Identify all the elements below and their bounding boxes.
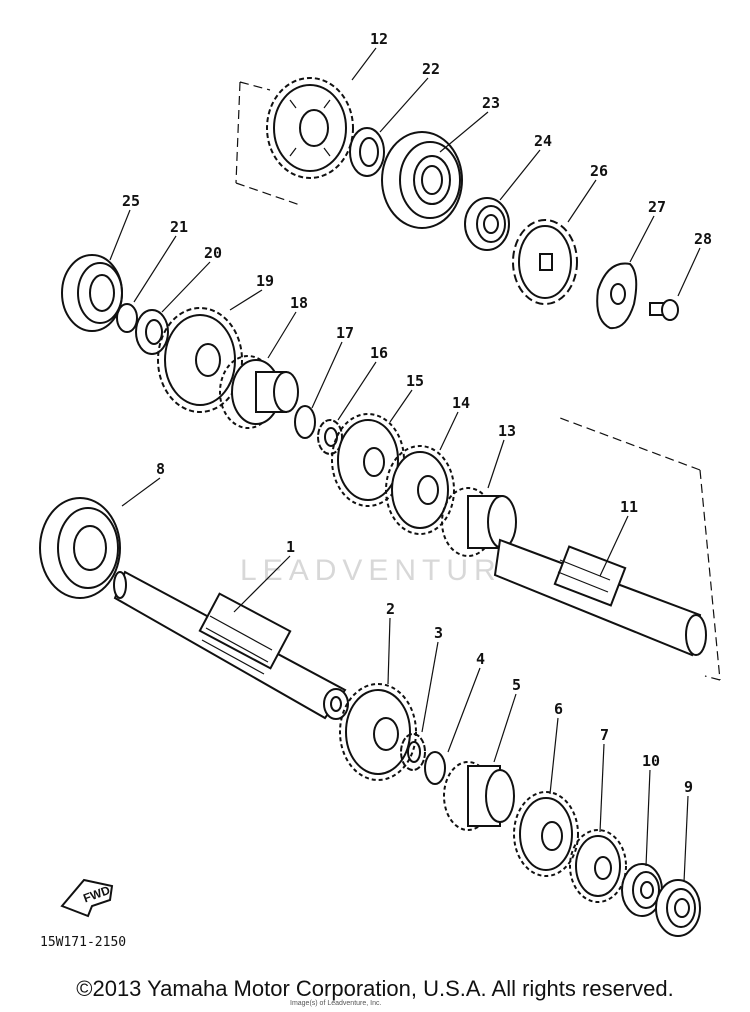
- gear-14: [385, 445, 455, 535]
- bearing-25: [61, 254, 123, 332]
- callout-22: 22: [422, 60, 440, 78]
- small-print: Image(s) of Leadventure, Inc.: [290, 1000, 382, 1007]
- gear-19: [157, 307, 243, 413]
- callout-17: 17: [336, 324, 354, 342]
- callout-27: 27: [648, 198, 666, 216]
- callout-8: 8: [156, 460, 165, 478]
- gear-15: [331, 413, 405, 507]
- callout-7: 7: [600, 726, 609, 744]
- fwd-arrow-icon: FWD: [60, 878, 114, 918]
- callout-26: 26: [590, 162, 608, 180]
- callout-2: 2: [386, 600, 395, 618]
- callout-16: 16: [370, 344, 388, 362]
- circlip-17: [294, 405, 316, 439]
- callout-24: 24: [534, 132, 552, 150]
- copyright-footer: ©2013 Yamaha Motor Corporation, U.S.A. A…: [76, 976, 674, 1001]
- collar-24: [464, 197, 510, 251]
- callout-6: 6: [554, 700, 563, 718]
- callout-23: 23: [482, 94, 500, 112]
- callout-13: 13: [498, 422, 516, 440]
- bearing-23: [381, 131, 463, 229]
- bearing-8: [39, 497, 121, 599]
- bearing-10: [621, 863, 663, 917]
- callout-20: 20: [204, 244, 222, 262]
- gear-12: [266, 77, 354, 179]
- sprocket-26: [512, 219, 578, 305]
- callout-19: 19: [256, 272, 274, 290]
- callout-25: 25: [122, 192, 140, 210]
- part-code: 15W171-2150: [40, 935, 126, 950]
- circlip-4: [424, 751, 446, 785]
- main-axle-1: [113, 570, 349, 720]
- bolt-28: [649, 299, 679, 321]
- callout-18: 18: [290, 294, 308, 312]
- callout-11: 11: [620, 498, 638, 516]
- drive-axle-11: [493, 538, 707, 657]
- callout-21: 21: [170, 218, 188, 236]
- watermark: LEADVENTURE: [240, 554, 528, 587]
- callout-14: 14: [452, 394, 470, 412]
- callout-15: 15: [406, 372, 424, 390]
- gear-7: [569, 829, 627, 903]
- gear-18: [219, 355, 299, 429]
- gear-6: [513, 791, 579, 877]
- callout-10: 10: [642, 752, 660, 770]
- callout-numbers: 12 22 23 24 26 27 28 25 21 20 19 18 17 1…: [122, 30, 712, 796]
- callout-28: 28: [694, 230, 712, 248]
- callout-4: 4: [476, 650, 485, 668]
- gear-5: [443, 761, 515, 831]
- leader-lines: [109, 47, 701, 883]
- washer-22: [349, 127, 385, 177]
- seal-9: [655, 879, 701, 937]
- washer-3: [400, 733, 426, 771]
- callout-3: 3: [434, 624, 443, 642]
- callout-9: 9: [684, 778, 693, 796]
- gear-13: [441, 487, 517, 557]
- callout-5: 5: [512, 676, 521, 694]
- gear-2: [339, 683, 417, 781]
- washer-20: [135, 309, 169, 355]
- dashed-group-outline: [235, 81, 721, 681]
- circlip-21: [116, 303, 138, 333]
- callout-1: 1: [286, 538, 295, 556]
- lock-washer-27: [596, 262, 638, 330]
- washer-16: [317, 419, 343, 455]
- callout-12: 12: [370, 30, 388, 48]
- transmission-exploded-diagram: LEADVENTURE: [39, 30, 721, 950]
